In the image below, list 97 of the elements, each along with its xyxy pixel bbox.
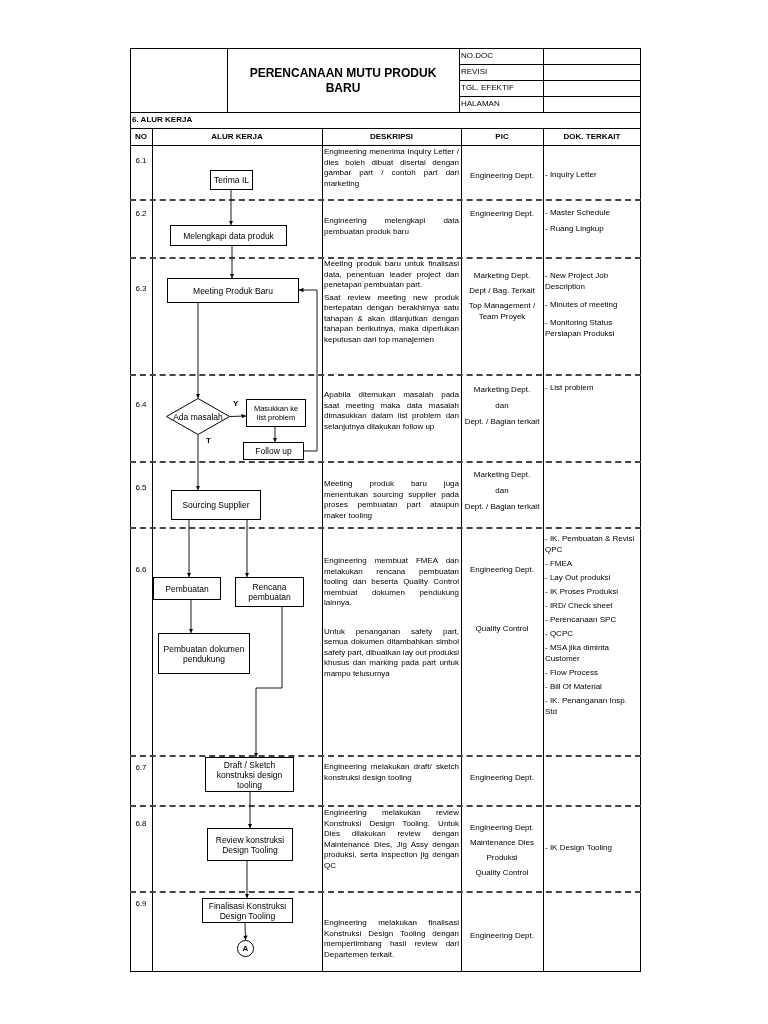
row-number: 6.7	[134, 762, 148, 774]
process-box	[235, 577, 304, 607]
node-label: Finalisasi Konstruksi Design Tooling	[207, 900, 288, 921]
description-text: Saat review meeting new produk bertepatan dengan berakhirnya satu tahapan & akan dilanjutkan dengan tahapan berikutnya, maka diperlukan keputusan dari top manajemen	[324, 292, 459, 345]
document-item: - MSA jika diminta Customer	[545, 642, 611, 664]
description-text: Apabila ditemukan masalah pada saat meeting maka data masalah dimasukkan dalam list problem dan selanjutnya dilakukan follow up	[324, 390, 459, 432]
document-title: PERENCANAAN MUTU PRODUK BARU	[248, 66, 438, 96]
description-text: Meeting produk baru juga menentukan sourcing supplier pada proses pembuatan part ataupun maker tooling	[324, 479, 459, 521]
document-item: - IRD/ Check sheet	[545, 600, 614, 611]
pic-text: Marketing Dept.	[472, 270, 532, 281]
document-item: - Lay Out produksi	[545, 572, 612, 583]
document-item: - Flow Process	[545, 667, 599, 678]
node-label: Follow up	[255, 446, 292, 456]
pic-text: Engineering Dept.	[468, 772, 535, 783]
document-item: - Inquiry Letter	[545, 169, 598, 180]
pic-text: dan	[494, 400, 510, 411]
document-item: - Monitoring Status Persiapan Produksi	[545, 317, 616, 339]
row-number: 6.2	[134, 208, 148, 220]
row-number: 6.6	[134, 564, 148, 576]
node-label: Meeting Produk Baru	[193, 285, 273, 296]
node-label: Ada masalah	[173, 411, 223, 422]
pic-text: Dept. / Bagian terkait	[463, 501, 541, 512]
node-label: Pembuatan	[165, 583, 209, 594]
pic-text: Engineering Dept.	[468, 930, 535, 941]
document-item: - QCPC	[545, 628, 574, 639]
field-label: TGL. EFEKTIF	[461, 82, 514, 94]
document-item: - IK. Penanganan Insp. Std	[545, 695, 628, 717]
process-box	[158, 633, 250, 674]
pic-text: Engineering Dept.	[468, 822, 535, 833]
pic-text: Marketing Dept.	[472, 384, 532, 395]
pic-text: Marketing Dept.	[472, 469, 532, 480]
node-label: Melengkapi data produk	[183, 230, 274, 241]
description-text: Engineering membuat FMEA dan melakukan rencana pembuatan tooling dan beserta Quality Control membuat dokumen pendukung lainnya.	[324, 556, 459, 609]
node-label: A	[242, 943, 249, 954]
process-box	[246, 399, 306, 427]
document-item: - Perencanaan SPC	[545, 614, 618, 625]
pic-text: Engineering Dept.	[468, 564, 535, 575]
description-text: Engineering melakukan draft/ sketch konstruksi design tooling	[324, 762, 459, 783]
row-number: 6.4	[134, 399, 148, 411]
description-text: Meeting produk baru untuk finalisasi data, penentuan leader project dan penetapan pembuatan part.	[324, 259, 459, 291]
process-box	[171, 490, 261, 520]
document-item: - Bill Of Material	[545, 681, 603, 692]
document-item: - IK Proses Produksi	[545, 586, 619, 597]
row-number: 6.8	[134, 818, 148, 830]
description-text: Engineering menerima Inquiry Letter / dies boleh dibuat disertai dengan gambar part / contoh part dari marketing	[324, 147, 459, 189]
pic-text: Engineering Dept.	[468, 208, 535, 219]
field-label: HALAMAN	[461, 98, 500, 110]
column-header: PIC	[494, 131, 510, 143]
row-number: 6.3	[134, 283, 148, 295]
pic-text: dan	[494, 485, 510, 496]
row-number: 6.9	[134, 898, 148, 910]
document-item: - IK. Pembuatan & Revisi QPC	[545, 533, 636, 555]
process-box	[243, 442, 304, 460]
pic-text: Maintenance Dies	[468, 837, 535, 848]
description-text: Engineering melengkapi data pembuatan produk baru	[324, 216, 459, 237]
node-label: Sourcing Supplier	[182, 500, 250, 510]
pic-text: Quality Control	[474, 867, 530, 878]
section-heading: 6. ALUR KERJA	[132, 114, 193, 126]
pic-text: Dept / Bag. Terkait	[468, 285, 536, 296]
pic-text: Dept. / Bagian terkait	[463, 416, 541, 427]
pic-text: Produksi	[485, 852, 519, 863]
node-label: Pembuatan dokumen pendukung	[162, 643, 246, 664]
document-item: - Master Schedule	[545, 207, 611, 218]
pic-text: Engineering Dept.	[468, 170, 535, 181]
document-item: - FMEA	[545, 558, 574, 569]
description-text: Engineering melakukan review Konstruksi Design Tooling. Untuk Dies dilakukan review dengan Maintenance Dies, Jig Assy dengan produksi, serta inspection jig dengan QC	[324, 808, 459, 871]
node-label: Draft / Sketch konstruksi design tooling	[215, 759, 284, 790]
field-label: NO.DOC	[461, 50, 493, 62]
column-header: NO	[134, 131, 148, 143]
document-item: - List problem	[545, 382, 595, 393]
decision-diamond	[166, 398, 230, 435]
process-box	[207, 828, 293, 861]
description-text: Engineering melakukan finalisasi Konstruksi Design Tooling dengan mempertimbang hasil review dari Departemen terkait.	[324, 918, 459, 960]
document-item: - Minutes of meeting	[545, 299, 619, 310]
row-number: 6.5	[134, 482, 148, 494]
column-header: DOK. TERKAIT	[562, 131, 622, 143]
field-label: REVISI	[461, 66, 488, 78]
node-label: Rencana pembuatan	[247, 582, 292, 602]
process-box	[202, 898, 293, 923]
process-box	[167, 278, 299, 303]
node-label: Review konstruksi Design Tooling	[214, 834, 286, 855]
process-box	[205, 757, 294, 792]
document-item: - New Project Job Description	[545, 270, 610, 292]
pic-text: Top Management / Team Proyek	[467, 300, 537, 322]
document-item: - Ruang Lingkup	[545, 223, 605, 234]
row-number: 6.1	[134, 155, 148, 167]
document-item: - IK Design Tooling	[545, 842, 613, 853]
process-box	[170, 225, 287, 246]
process-box	[210, 170, 253, 190]
process-box	[153, 577, 221, 600]
edge-label: Y	[233, 399, 239, 408]
column-header: ALUR KERJA	[210, 131, 264, 143]
node-label: Terima IL	[214, 175, 249, 185]
description-text: Untuk penanganan safety part, semua dokumen ditambahkan simbol safety part, dibuatkan lay out produksi khusus dan marking pada part untuk mampu telusurnya	[324, 626, 459, 679]
edge-label: T	[206, 436, 211, 445]
column-header: DESKRIPSI	[368, 131, 415, 143]
pic-text: Quality Control	[474, 623, 530, 634]
